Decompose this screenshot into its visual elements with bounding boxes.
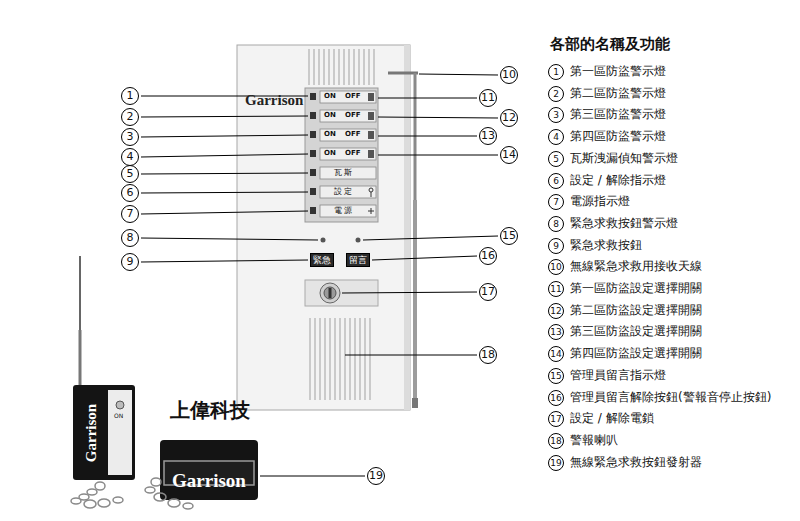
part-description: 瓦斯洩漏偵知警示燈 xyxy=(570,152,678,164)
brand-name: Garrison xyxy=(245,93,303,108)
part-description: 管理員留言解除按鈕(警報音停止按鈕) xyxy=(570,391,771,403)
switch-label: ON xyxy=(324,112,336,119)
button-label: 留言 xyxy=(349,256,367,265)
part-description: 無線緊急求救按鈕發射器 xyxy=(570,456,702,468)
part-description: 電源指示燈 xyxy=(570,195,630,207)
list-number: 8 xyxy=(548,216,564,232)
part-description: 第一區防盜警示燈 xyxy=(570,65,666,77)
callout-number: 6 xyxy=(121,184,139,202)
callout-number: 10 xyxy=(500,66,518,84)
part-description: 無線緊急求救用接收天線 xyxy=(570,260,702,272)
callout-number: 3 xyxy=(121,128,139,146)
list-number: 10 xyxy=(548,259,564,275)
remote-transmitter: Garrison xyxy=(73,385,108,480)
indicator-label: 設 定 xyxy=(334,188,353,196)
list-number: 6 xyxy=(548,173,564,189)
callout-number: 15 xyxy=(500,227,518,245)
callout-number: 11 xyxy=(479,89,497,107)
list-number: 5 xyxy=(548,151,564,167)
callout-number: 4 xyxy=(121,148,139,166)
callout-number: 2 xyxy=(121,108,139,126)
callout-number: 13 xyxy=(479,127,497,145)
part-description: 第三區防盜警示燈 xyxy=(570,108,666,120)
callout-number: 1 xyxy=(121,87,139,105)
callout-number: 18 xyxy=(479,346,497,364)
brand-name: Garrison xyxy=(83,403,98,461)
list-number: 19 xyxy=(548,455,564,471)
indicator-label: 電 源 xyxy=(334,207,353,215)
alarm-panel: Garrison 緊急 留言 xyxy=(237,45,410,410)
switch-label: OFF xyxy=(345,150,361,157)
part-description: 第二區防盜警示燈 xyxy=(570,87,666,99)
list-number: 14 xyxy=(548,346,564,362)
list-number: 2 xyxy=(548,86,564,102)
switch-label: ON xyxy=(324,93,336,100)
watermark: 上偉科技 xyxy=(170,400,250,420)
list-number: 3 xyxy=(548,107,564,123)
switch-label: OFF xyxy=(345,93,361,100)
part-description: 第四區防盜警示燈 xyxy=(570,130,666,142)
panel-button: 緊急 xyxy=(310,253,334,267)
list-title: 各部的名稱及功能 xyxy=(550,37,670,52)
remote-transmitter: Garrison xyxy=(160,440,258,500)
switch-label: OFF xyxy=(345,112,361,119)
list-number: 17 xyxy=(548,411,564,427)
part-description: 第一區防盜設定選擇開關 xyxy=(570,282,702,294)
list-number: 12 xyxy=(548,303,564,319)
switch-label: ON xyxy=(114,413,123,419)
part-description: 第二區防盜設定選擇開關 xyxy=(570,304,702,316)
part-description: 第四區防盜設定選擇開關 xyxy=(570,347,702,359)
callout-number: 17 xyxy=(479,283,497,301)
indicator-label: 瓦 斯 xyxy=(334,169,353,177)
callout-number: 5 xyxy=(121,165,139,183)
callout-number: 9 xyxy=(121,253,139,271)
callout-number: 19 xyxy=(367,467,385,485)
list-number: 7 xyxy=(548,194,564,210)
switch-label: ON xyxy=(324,150,336,157)
list-number: 1 xyxy=(548,64,564,80)
list-number: 11 xyxy=(548,281,564,297)
part-description: 設定 / 解除指示燈 xyxy=(570,174,666,186)
list-number: 16 xyxy=(548,390,564,406)
list-number: 4 xyxy=(548,129,564,145)
callout-number: 12 xyxy=(500,109,518,127)
panel-button: 留言 xyxy=(346,253,370,267)
list-number: 9 xyxy=(548,238,564,254)
part-description: 管理員留言指示燈 xyxy=(570,369,666,381)
callout-number: 14 xyxy=(500,146,518,164)
list-number: 15 xyxy=(548,368,564,384)
list-number: 18 xyxy=(548,433,564,449)
callout-number: 8 xyxy=(121,229,139,247)
callout-number: 16 xyxy=(479,247,497,265)
part-description: 警報喇叭 xyxy=(570,434,618,446)
list-number: 13 xyxy=(548,324,564,340)
part-description: 第三區防盜設定選擇開關 xyxy=(570,325,702,337)
callout-number: 7 xyxy=(121,205,139,223)
part-description: 緊急求救按鈕警示燈 xyxy=(570,217,678,229)
button-label: 緊急 xyxy=(313,256,331,265)
part-description: 設定 / 解除電鎖 xyxy=(570,412,654,424)
switch-label: OFF xyxy=(345,131,361,138)
brand-name: Garrison xyxy=(172,471,246,490)
switch-label: ON xyxy=(324,131,336,138)
part-description: 緊急求救按鈕 xyxy=(570,239,642,251)
